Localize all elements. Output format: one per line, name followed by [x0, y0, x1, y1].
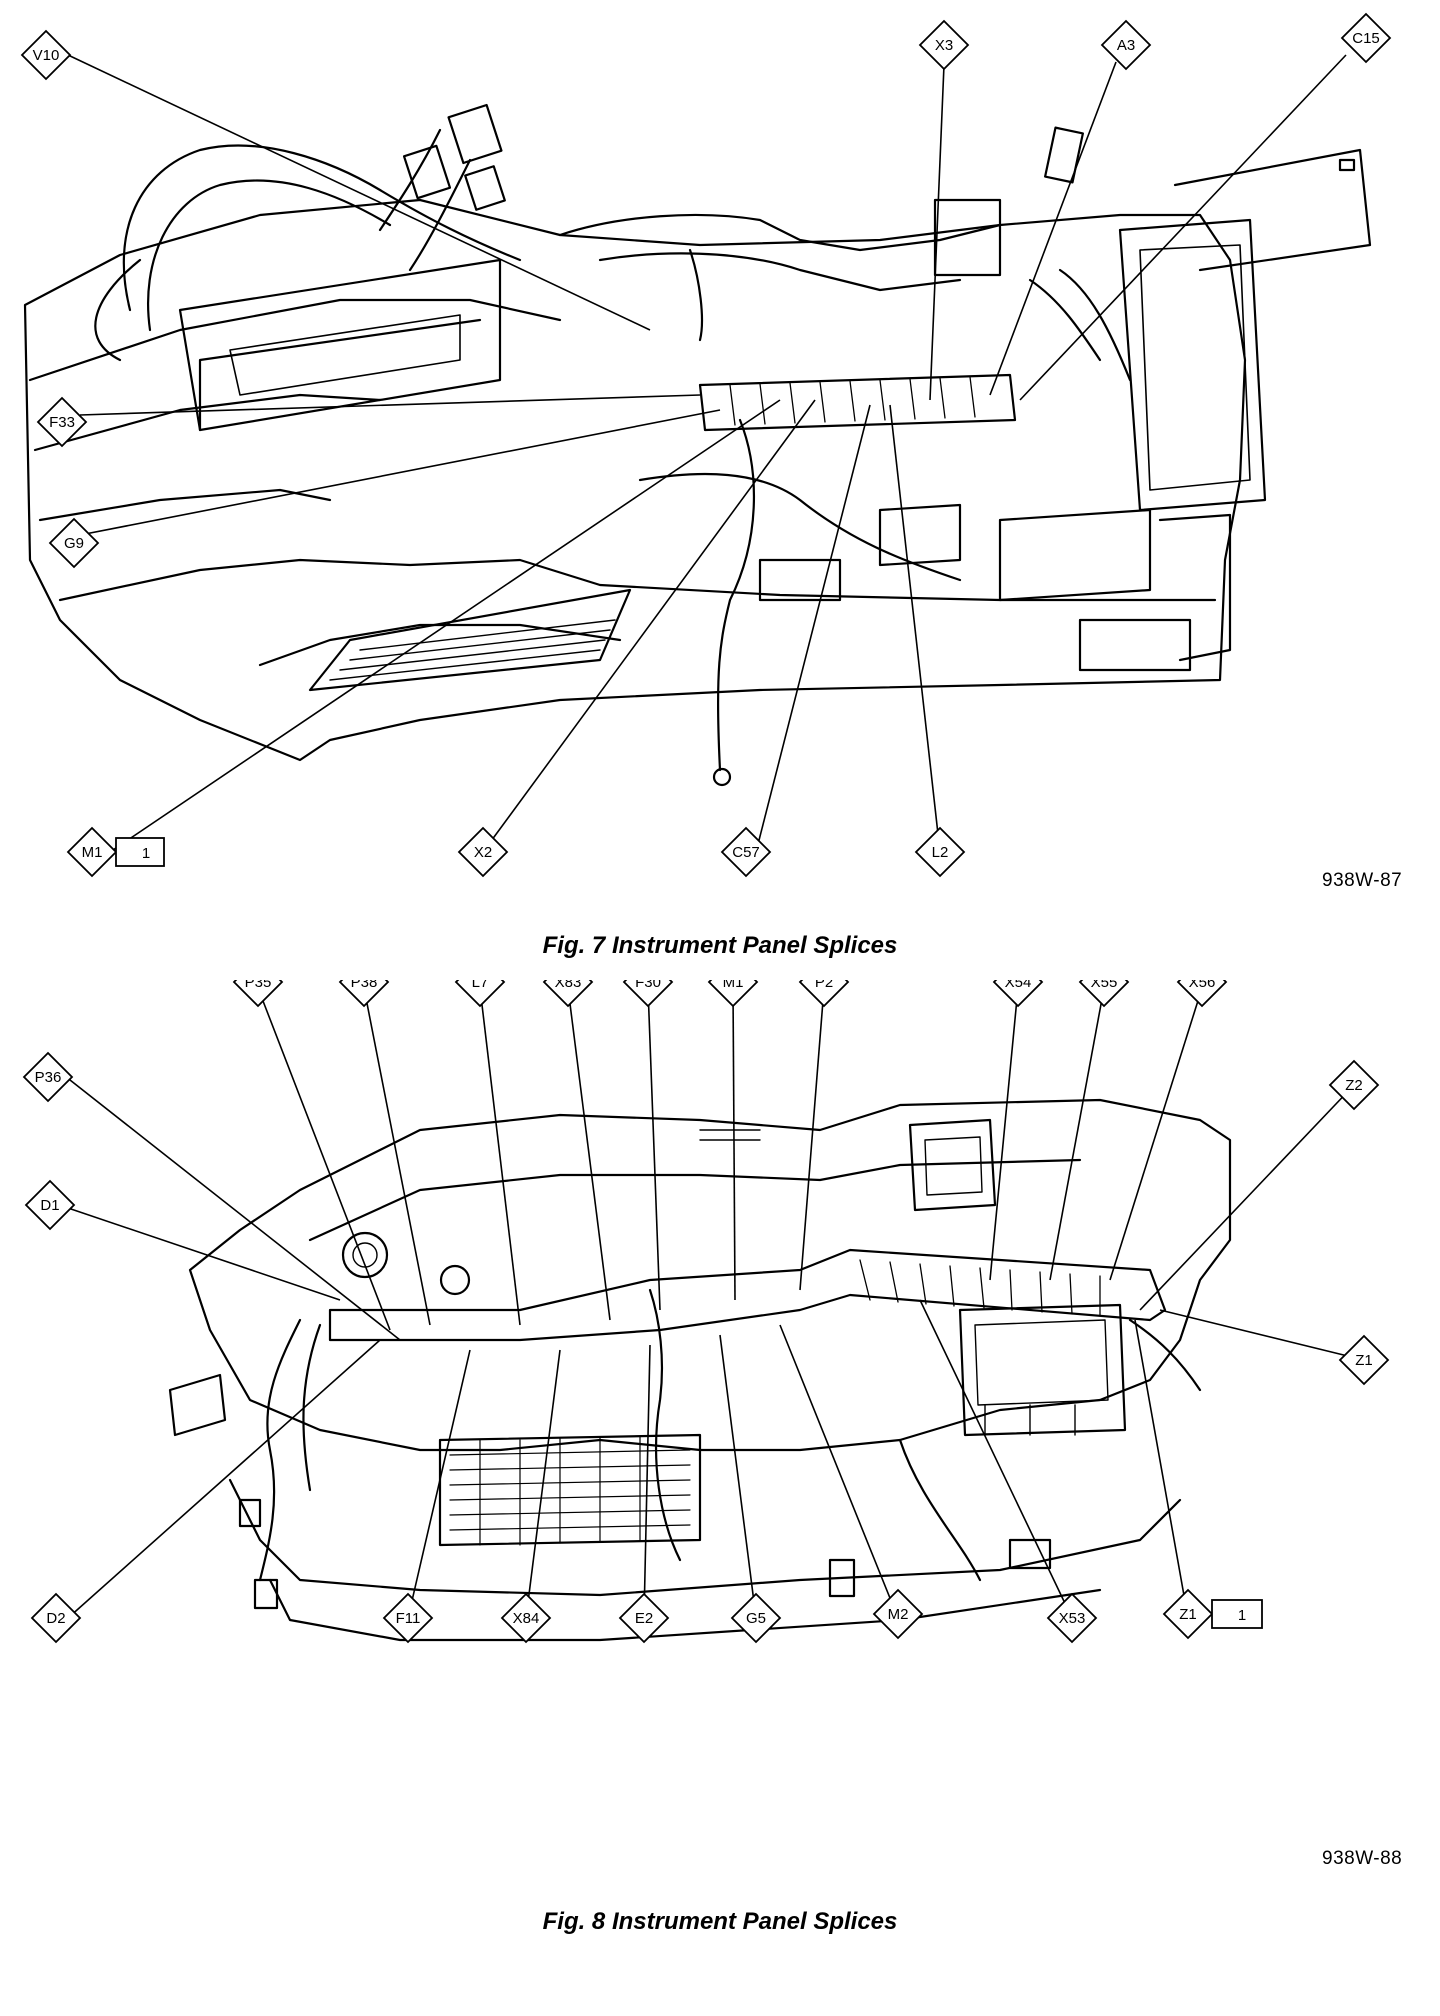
callout-x83: X83	[542, 980, 594, 1008]
svg-text:X83: X83	[555, 980, 582, 991]
callout-c15: C15	[1340, 12, 1392, 64]
leader-lines	[67, 54, 1347, 853]
callout-x2: X2	[457, 826, 509, 878]
callout-m1-box: 1	[115, 837, 165, 867]
svg-text:1: 1	[142, 845, 150, 862]
svg-text:X56: X56	[1189, 980, 1216, 991]
svg-text:P36: P36	[35, 1069, 62, 1086]
figure-7-code: 938W-87	[1322, 870, 1403, 891]
callout-v10: V10	[20, 29, 72, 81]
svg-text:X54: X54	[1005, 980, 1032, 991]
callout-g5: G5	[730, 1592, 782, 1644]
callout-p35: P35	[232, 980, 284, 1008]
svg-text:P35: P35	[245, 980, 272, 991]
callout-x84: X84	[500, 1592, 552, 1644]
svg-text:M2: M2	[888, 1606, 909, 1623]
svg-text:V10: V10	[33, 47, 60, 64]
callout-a3: A3	[1100, 19, 1152, 71]
svg-text:Z1: Z1	[1355, 1352, 1373, 1369]
callout-p36: P36	[22, 1051, 74, 1103]
callout-l2: L2	[914, 826, 966, 878]
callout-m2: M2	[872, 1588, 924, 1640]
svg-text:X84: X84	[513, 1610, 540, 1627]
svg-text:Z1: Z1	[1179, 1606, 1197, 1623]
leader-lines	[67, 987, 1365, 1619]
callout-z1-box: 1	[1211, 1599, 1263, 1629]
callout-z2: Z2	[1328, 1059, 1380, 1111]
svg-text:D2: D2	[46, 1610, 65, 1627]
svg-text:G5: G5	[746, 1610, 766, 1627]
callout-x54: X54	[992, 980, 1044, 1008]
callout-l7: L7	[454, 980, 506, 1008]
callout-d1: D1	[24, 1179, 76, 1231]
callout-c57: C57	[720, 826, 772, 878]
callout-d2: D2	[30, 1592, 82, 1644]
callout-p38: P38	[338, 980, 390, 1008]
svg-text:L2: L2	[932, 844, 949, 861]
svg-text:F30: F30	[635, 980, 661, 991]
callout-g9: G9	[48, 517, 100, 569]
svg-text:C57: C57	[732, 844, 760, 861]
svg-text:M1: M1	[723, 980, 744, 991]
callout-p2: P2	[798, 980, 850, 1008]
figure-8-code: 938W-88	[1322, 1848, 1403, 1869]
callout-x3: X3	[918, 19, 970, 71]
figure-8-diagram: P35 P38 L7 X83 F30 M1 P2 X54 X55 X56 P36	[22, 980, 1390, 1644]
instrument-panel-drawing	[168, 1098, 1232, 1642]
callout-x56: X56	[1176, 980, 1228, 1008]
instrument-panel-drawing	[23, 103, 1372, 787]
callout-f11: F11	[382, 1592, 434, 1644]
svg-text:L7: L7	[472, 980, 489, 991]
svg-text:G9: G9	[64, 535, 84, 552]
svg-text:F11: F11	[396, 1610, 421, 1627]
callout-x55: X55	[1078, 980, 1130, 1008]
svg-text:M1: M1	[82, 844, 103, 861]
svg-text:X53: X53	[1059, 1610, 1086, 1627]
svg-text:E2: E2	[635, 1610, 653, 1627]
figure-8-caption: Fig. 8 Instrument Panel Splices	[542, 1908, 898, 1935]
svg-text:P2: P2	[815, 980, 833, 991]
figure-7-caption: Fig. 7 Instrument Panel Splices	[542, 932, 898, 959]
svg-text:Z2: Z2	[1345, 1077, 1363, 1094]
svg-text:X2: X2	[474, 844, 492, 861]
svg-text:X55: X55	[1091, 980, 1118, 991]
callout-m1: M1	[707, 980, 759, 1008]
svg-text:D1: D1	[40, 1197, 59, 1214]
callout-e2: E2	[618, 1592, 670, 1644]
callout-z1-bottom: Z1	[1162, 1588, 1214, 1640]
svg-text:X3: X3	[935, 37, 953, 54]
svg-text:A3: A3	[1117, 37, 1135, 54]
callout-f30: F30	[622, 980, 674, 1008]
svg-text:C15: C15	[1352, 30, 1380, 47]
figure-7-diagram: V10 X3 A3 C15 F33 G9 M1 1 X2 C57 L2	[20, 12, 1392, 878]
svg-text:1: 1	[1238, 1607, 1246, 1624]
callout-f33: F33	[36, 396, 88, 448]
svg-text:F33: F33	[49, 414, 75, 431]
callout-m1: M1	[66, 826, 118, 878]
callout-x53: X53	[1046, 1592, 1098, 1644]
svg-text:P38: P38	[351, 980, 378, 991]
callout-z1: Z1	[1338, 1334, 1390, 1386]
